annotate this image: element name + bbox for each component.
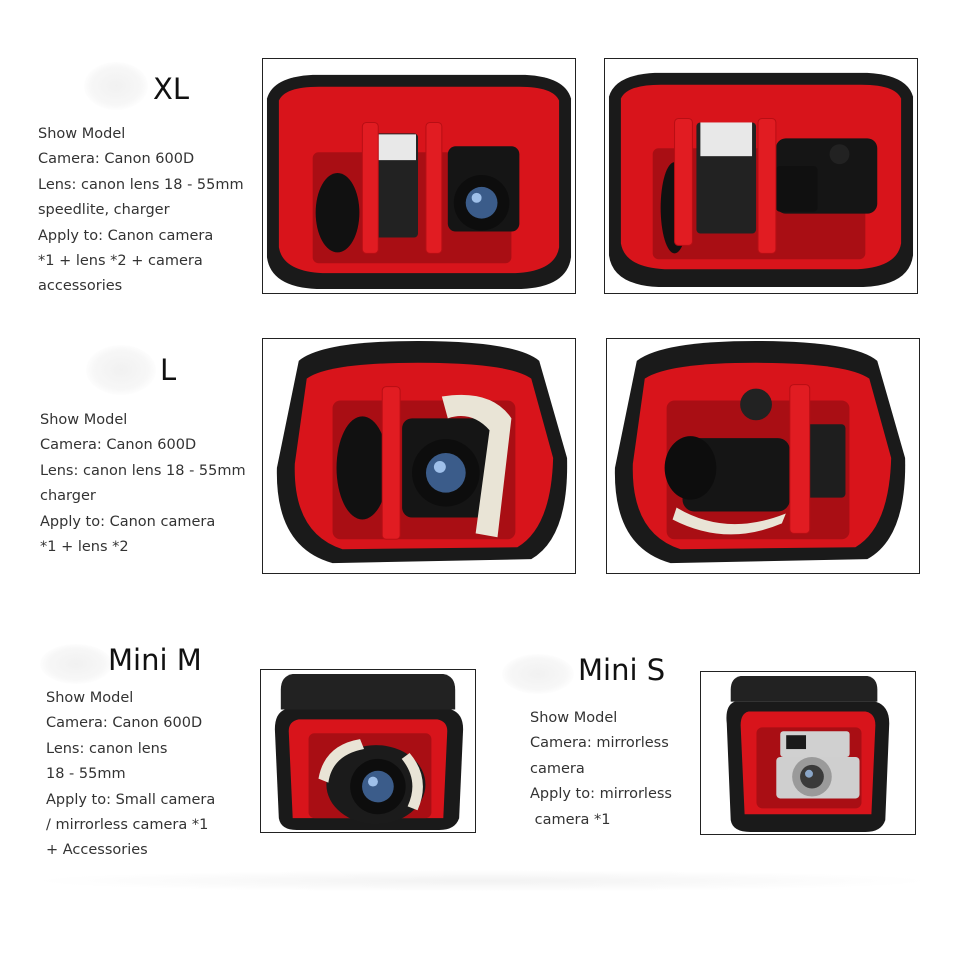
spec-line: 18 - 55mm — [46, 766, 126, 783]
spec-line: camera — [530, 760, 585, 777]
product-photo-mini-m — [260, 669, 476, 833]
spec-line: Lens: canon lens — [46, 740, 168, 757]
spec-line: Show Model — [530, 710, 618, 726]
spec-line: camera *1 — [530, 811, 611, 828]
spec-line: Lens: canon lens 18 - 55mm — [38, 176, 244, 193]
spec-line: Camera: Canon 600D — [46, 715, 203, 732]
spec-line: + Accessories — [46, 842, 148, 859]
spec-line: Apply to: Small camera — [46, 791, 216, 808]
product-photo-xl-1 — [262, 58, 576, 294]
spec-line: Apply to: mirrorless — [530, 786, 672, 803]
spec-line: *1 + lens *2 + camera — [38, 253, 203, 270]
spec-line: charger — [40, 488, 96, 505]
spec-line: Lens: canon lens 18 - 55mm — [40, 462, 246, 479]
watermark-blob — [84, 62, 148, 110]
spec-line: Camera: Canon 600D — [40, 437, 197, 454]
spec-list-l: Show Model Camera: Canon 600D Lens: cano… — [40, 408, 246, 560]
spec-line: Camera: mirrorless — [530, 735, 669, 752]
spec-line: Apply to: Canon camera — [40, 513, 216, 530]
size-title-mini-s: Mini S — [578, 653, 666, 687]
product-photo-mini-s — [700, 671, 916, 835]
spec-list-xl: Show Model Camera: Canon 600D Lens: cano… — [38, 122, 244, 300]
spec-list-mini-s: Show Model Camera: mirrorless camera App… — [530, 706, 672, 833]
size-title-mini-m: Mini M — [108, 643, 202, 677]
spec-line: Show Model — [38, 126, 126, 142]
bottom-shadow — [30, 870, 935, 892]
spec-line: / mirrorless camera *1 — [46, 817, 209, 834]
spec-line: Show Model — [46, 690, 134, 706]
spec-line: *1 + lens *2 — [40, 539, 129, 556]
spec-line: accessories — [38, 278, 123, 295]
product-photo-l-2 — [606, 338, 920, 574]
product-photo-xl-2 — [604, 58, 918, 294]
watermark-blob — [86, 345, 156, 395]
spec-line: speedlite, charger — [38, 202, 170, 219]
spec-line: Show Model — [40, 412, 128, 428]
spec-line: Apply to: Canon camera — [38, 227, 214, 244]
watermark-blob — [40, 644, 112, 684]
spec-line: Camera: Canon 600D — [38, 151, 195, 168]
watermark-blob — [502, 654, 574, 694]
size-title-l: L — [160, 353, 177, 387]
product-photo-l-1 — [262, 338, 576, 574]
spec-list-mini-m: Show Model Camera: Canon 600D Lens: cano… — [46, 686, 215, 864]
size-title-xl: XL — [153, 72, 190, 106]
